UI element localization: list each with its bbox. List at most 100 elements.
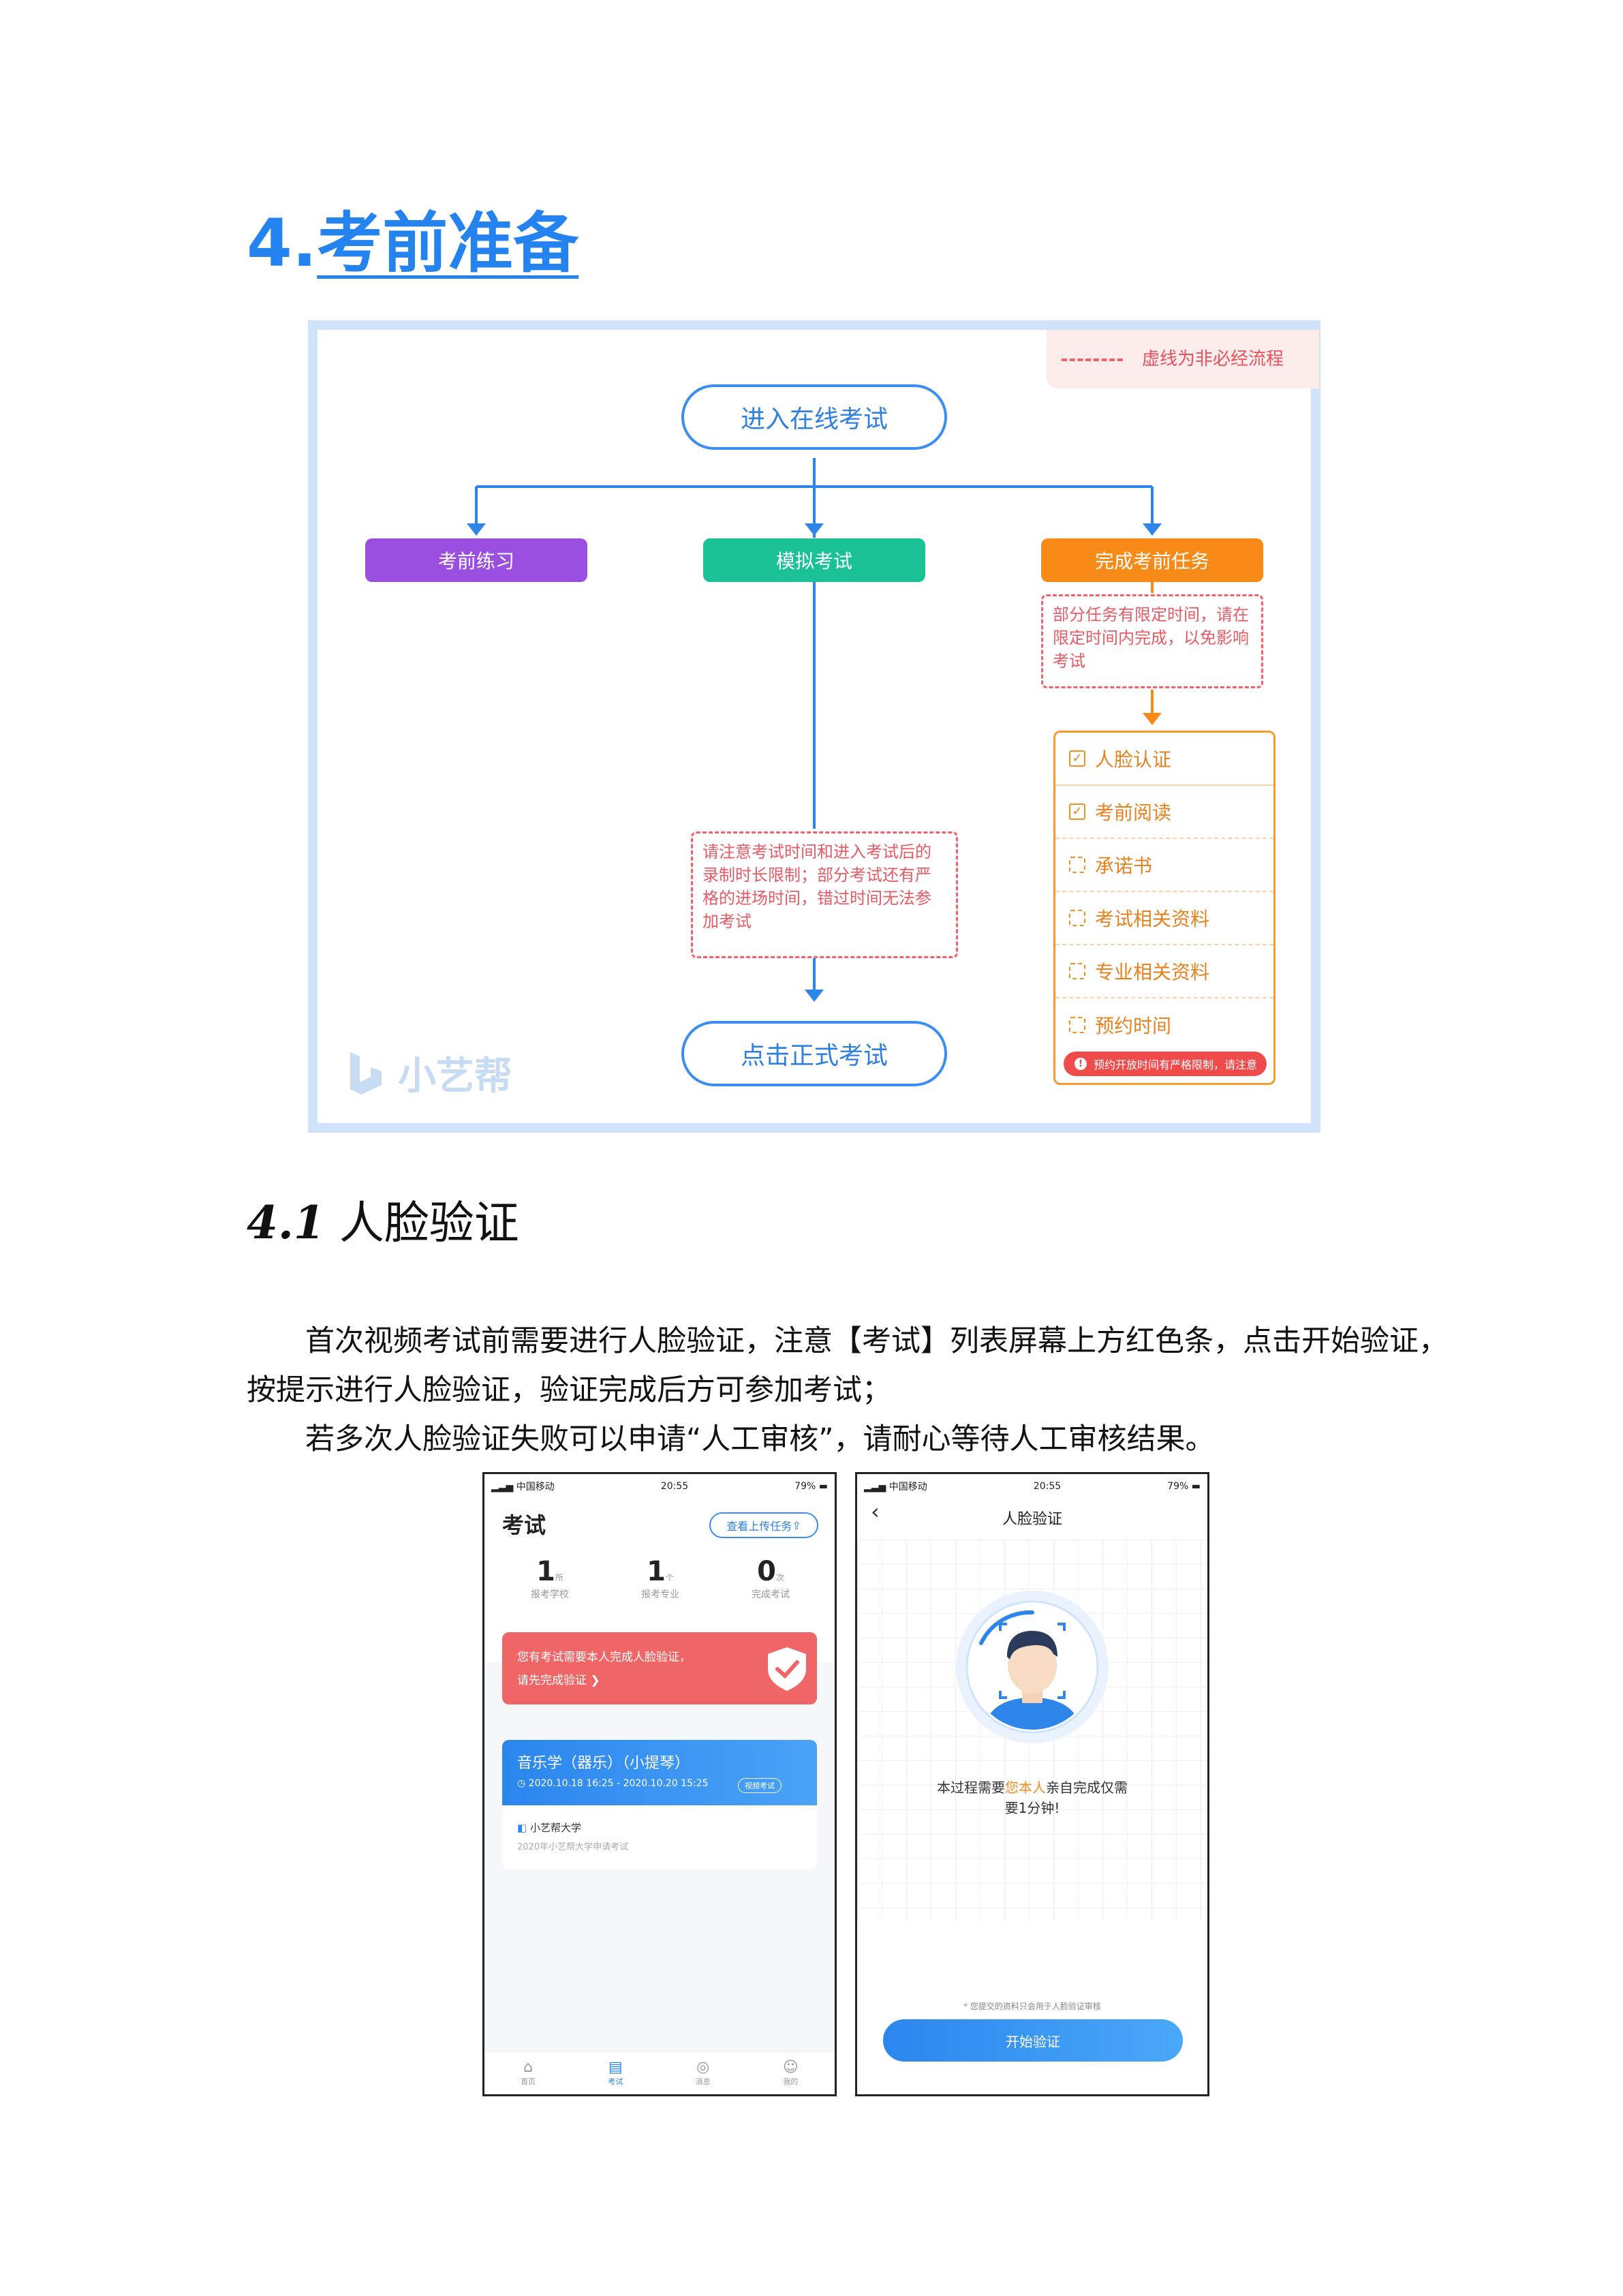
checkbox-empty-icon (1069, 1017, 1085, 1033)
task-note: 部分任务有限定时间，请在限定时间内完成，以免影响考试 (1041, 594, 1263, 688)
subsection-number: 4.1 (247, 1196, 325, 1249)
upload-icon: ⇪ (792, 1518, 801, 1532)
desc-highlight: 您本人 (1005, 1779, 1046, 1796)
task-face: ✓ 人脸认证 (1055, 733, 1273, 786)
stat-label: 完成考试 (752, 1589, 790, 1600)
tab-label: 考试 (608, 2077, 623, 2086)
desc-text: 本过程需要 (937, 1779, 1005, 1796)
phone-exam-list: ▂▃▅ 中国移动 20:55 79% ▬ 考试 查看上传任务 ⇪ 1所 报考学校… (482, 1472, 837, 2096)
profile-icon: ☺ (782, 2059, 799, 2076)
tab-label: 消息 (695, 2077, 711, 2086)
mock-node: 模拟考试 (703, 538, 925, 582)
status-carrier: ▂▃▅ 中国移动 (864, 1480, 927, 1493)
exam-type-badge: 视频考试 (738, 1778, 782, 1793)
stat-value: 0 (757, 1556, 776, 1587)
checkbox-checked-icon: ✓ (1069, 750, 1085, 767)
page-title: 考试 (502, 1512, 546, 1538)
stat-value: 1 (647, 1556, 666, 1587)
tab-label: 首页 (521, 2077, 536, 2086)
paragraph-1: 首次视频考试前需要进行人脸验证，注意【考试】列表屏幕上方红色条，点击开始验证， (305, 1324, 1448, 1358)
tab-exam[interactable]: ▤考试 (608, 2059, 623, 2087)
watermark: 小艺帮 (347, 1045, 512, 1101)
task-pledge: 承诺书 (1055, 839, 1273, 892)
home-icon: ⌂ (523, 2059, 534, 2076)
stat-unit: 个 (665, 1573, 674, 1582)
stat-unit: 所 (555, 1573, 563, 1582)
view-upload-tasks-button[interactable]: 查看上传任务 ⇪ (709, 1512, 818, 1538)
stat-completed: 0次 完成考试 (723, 1556, 818, 1601)
legend-dash-line (1062, 358, 1123, 361)
school-name: 小艺帮大学 (529, 1822, 581, 1834)
exam-icon: ▤ (608, 2059, 623, 2076)
back-chevron-icon[interactable]: ‹ (871, 1499, 880, 1525)
xiaoyibang-logo-icon (347, 1050, 386, 1097)
stat-label: 报考专业 (641, 1589, 679, 1600)
verify-description: 本过程需要您本人亲自完成仅需 (857, 1777, 1207, 1796)
stat-majors: 1个 报考专业 (613, 1556, 708, 1601)
alert-line2: 请先完成验证 (517, 1674, 587, 1687)
carrier-text: 中国移动 (516, 1482, 555, 1493)
legend-text: 虚线为非必经流程 (1142, 349, 1284, 369)
bottom-tab-bar: ⌂首页 ▤考试 ◎消息 ☺我的 (484, 2051, 835, 2094)
stat-unit: 次 (775, 1573, 784, 1582)
section-title-text: 考前准备 (317, 205, 579, 281)
status-time: 20:55 (1033, 1481, 1062, 1492)
upload-button-label: 查看上传任务 (726, 1520, 792, 1533)
school-logo-icon: ◧ (517, 1822, 530, 1834)
task-list: ✓人脸认证 ✓考前阅读 承诺书 考试相关资料 专业相关资料 预约时间 !预约开放… (1053, 731, 1276, 1085)
watermark-text: 小艺帮 (398, 1054, 512, 1099)
exam-title: 音乐学（器乐）（小提琴） (517, 1755, 690, 1772)
subsection-title-text: 人脸验证 (339, 1197, 519, 1249)
stat-value: 1 (536, 1556, 555, 1587)
shield-check-icon (764, 1644, 810, 1692)
arrow-right-icon: ❯ (587, 1674, 600, 1687)
face-verify-alert[interactable]: 您有考试需要本人完成人脸验证， 请先完成验证 ❯ (502, 1632, 817, 1704)
checkbox-empty-icon (1069, 857, 1085, 873)
phone-face-verify: ▂▃▅ 中国移动 20:55 79% ▬ ‹ 人脸验证 本过程需要您本人亲自完成… (855, 1472, 1209, 2096)
paragraph-1-cont: 按提示进行人脸验证，验证完成后方可参加考试； (247, 1373, 891, 1407)
message-icon: ◎ (696, 2059, 710, 2076)
section-title: 4.考前准备 (247, 204, 578, 283)
face-scan-illustration (954, 1589, 1111, 1745)
task-label: 人脸认证 (1095, 748, 1172, 771)
alert-line1: 您有考试需要本人完成人脸验证， (517, 1651, 691, 1664)
paragraph-2: 若多次人脸验证失败可以申请“人工审核”，请耐心等待人工审核结果。 (305, 1422, 1215, 1456)
status-bar: ▂▃▅ 中国移动 20:55 79% ▬ (484, 1474, 835, 1499)
clock-icon: ◷ (517, 1778, 529, 1789)
tab-home[interactable]: ⌂首页 (521, 2059, 536, 2087)
task-label: 承诺书 (1095, 855, 1153, 877)
end-node: 点击正式考试 (681, 1021, 947, 1086)
tab-profile[interactable]: ☺我的 (783, 2059, 799, 2087)
privacy-notice: * 您提交的资料只会用于人脸验证审核 (963, 2002, 1101, 2011)
subsection-title: 4.1 人脸验证 (247, 1196, 519, 1250)
section-number: 4. (247, 205, 318, 281)
stat-label: 报考学校 (531, 1589, 569, 1600)
task-label: 预约时间 (1095, 1015, 1172, 1037)
start-node: 进入在线考试 (681, 384, 947, 450)
flowchart-legend: 虚线为非必经流程 (1047, 330, 1319, 388)
exam-card-header: 音乐学（器乐）（小提琴） ◷ 2020.10.18 16:25 - 2020.1… (502, 1740, 817, 1805)
signal-icon: ▂▃▅ (864, 1482, 889, 1493)
status-carrier: ▂▃▅ 中国移动 (491, 1480, 555, 1493)
stat-schools: 1所 报考学校 (502, 1556, 598, 1601)
task-appointment: 预约时间 (1055, 998, 1273, 1052)
status-time: 20:55 (660, 1481, 689, 1492)
checkbox-empty-icon (1069, 963, 1085, 979)
verify-description-line2: 要1分钟! (1004, 1800, 1060, 1816)
task-major-materials: 专业相关资料 (1055, 945, 1273, 998)
task-warning-text: 预约开放时间有严格限制，请注意 (1094, 1058, 1258, 1071)
tab-label: 我的 (783, 2077, 799, 2086)
carrier-text: 中国移动 (888, 1482, 927, 1493)
exam-card[interactable]: 音乐学（器乐）（小提琴） ◷ 2020.10.18 16:25 - 2020.1… (502, 1740, 817, 1869)
status-bar: ▂▃▅ 中国移动 20:55 79% ▬ (857, 1474, 1207, 1499)
task-label: 考试相关资料 (1095, 908, 1210, 930)
start-verify-button[interactable]: 开始验证 (883, 2019, 1183, 2062)
mock-note: 请注意考试时间和进入考试后的录制时长限制；部分考试还有严格的进场时间，错过时间无… (691, 831, 958, 958)
tab-messages[interactable]: ◎消息 (696, 2059, 711, 2087)
checkbox-checked-icon: ✓ (1069, 803, 1085, 820)
battery-icon: ▬ (818, 1481, 828, 1492)
desc-text: 亲自完成仅需 (1046, 1779, 1128, 1796)
practice-node: 考前练习 (365, 538, 587, 582)
task-warning: !预约开放时间有严格限制，请注意 (1064, 1052, 1267, 1076)
flowchart: 虚线为非必经流程 进入在线考试 考前练习 模拟考试 完成考前任务 部分任务有限定… (308, 320, 1320, 1133)
